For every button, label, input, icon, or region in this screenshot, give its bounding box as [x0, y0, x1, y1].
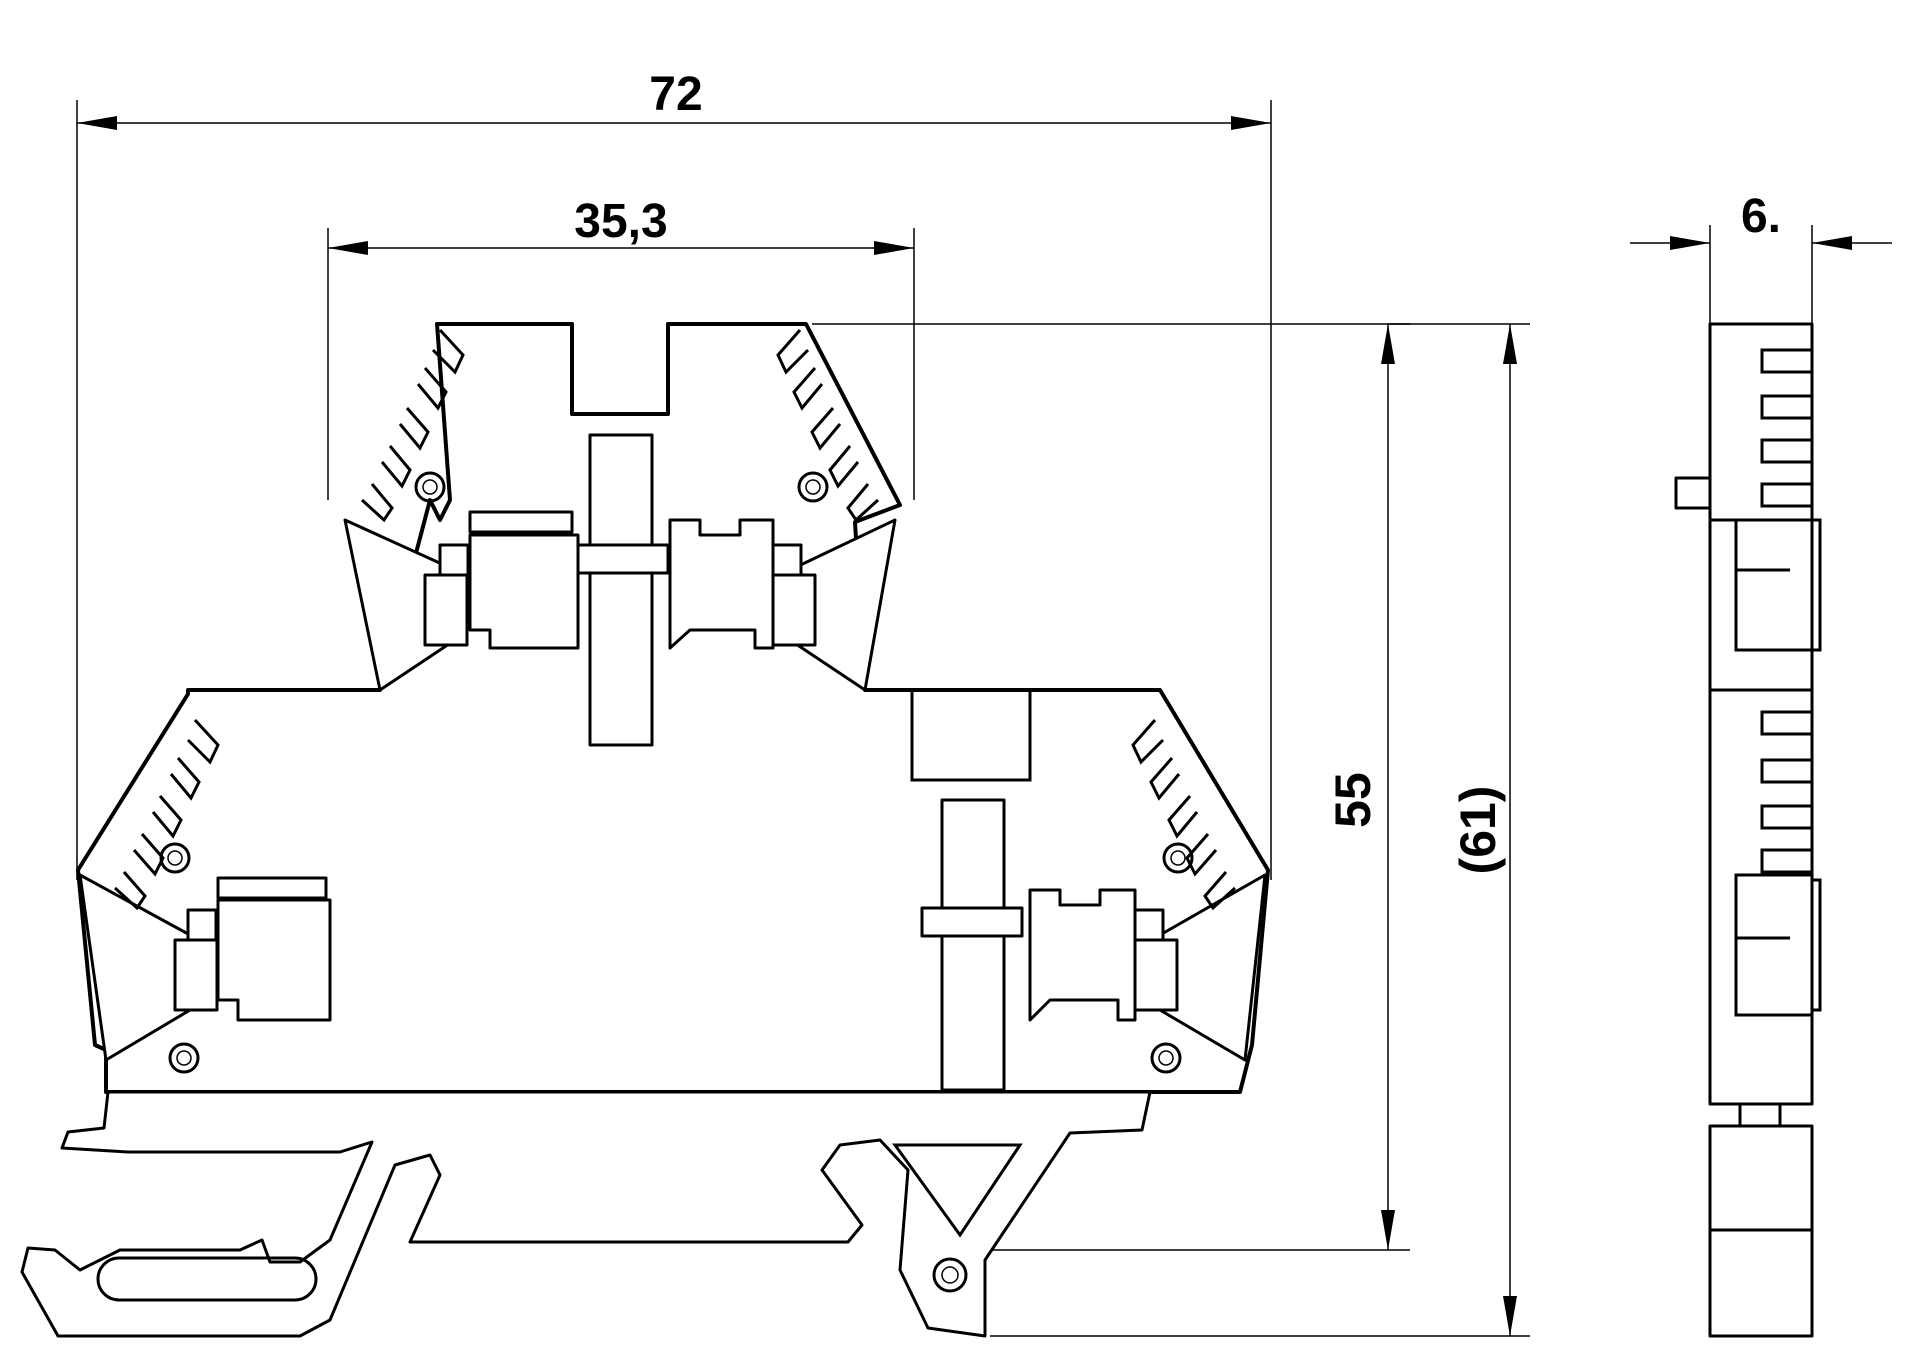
lower-bridge	[940, 798, 1006, 1092]
upper-level	[343, 328, 897, 747]
screw-hole	[159, 842, 191, 874]
dimension-side-width: 6.	[1630, 190, 1892, 325]
screw-hole	[414, 471, 446, 503]
din-rail-foot	[20, 1090, 1152, 1338]
dimension-height-ref: (61)	[990, 323, 1530, 1337]
side-width-label: 6.	[1741, 190, 1781, 243]
upper-right-clamp	[668, 518, 775, 650]
dimension-height: 55	[812, 323, 1410, 1251]
upper-bridge	[588, 433, 654, 747]
screw-hole	[1162, 842, 1194, 874]
height-ref-label: (61)	[1450, 786, 1506, 875]
screw-hole	[1150, 1042, 1182, 1074]
upper-left-clamp	[468, 510, 574, 534]
height-label: 55	[1325, 772, 1381, 828]
screw-hole	[797, 471, 829, 503]
screw-hole	[168, 1042, 200, 1074]
side-pin	[1674, 476, 1712, 510]
lower-level	[78, 718, 1267, 1092]
upper-left-clamp-body	[468, 533, 580, 650]
terminal-side-view	[1674, 322, 1822, 1338]
lower-right-clamp	[1028, 888, 1137, 1022]
upper-width-label: 35,3	[574, 195, 667, 248]
dimension-overall-width: 72	[76, 68, 1272, 880]
overall-width-label: 72	[649, 68, 702, 121]
dimension-upper-width: 35,3	[327, 195, 915, 500]
lower-left-clamp	[216, 876, 328, 900]
